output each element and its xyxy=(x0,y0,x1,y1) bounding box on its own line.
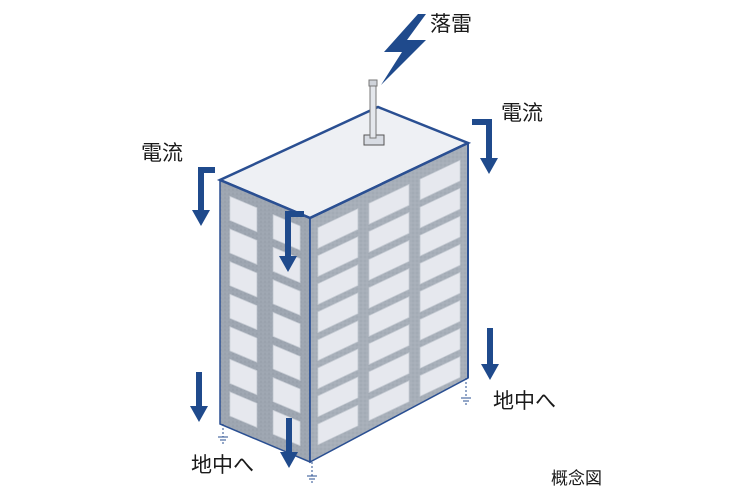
building-window xyxy=(229,195,258,233)
building-window xyxy=(419,355,461,397)
building-window xyxy=(229,293,258,331)
down-arrow-icon xyxy=(190,372,208,422)
building-window xyxy=(229,228,258,266)
to-ground-label-left: 地中へ xyxy=(191,453,254,477)
building-window xyxy=(419,299,461,341)
building-window xyxy=(368,352,410,394)
down-arrow-icon xyxy=(280,418,298,468)
lightning-bolt-icon xyxy=(381,14,426,85)
building-window xyxy=(368,296,410,338)
building-window xyxy=(229,260,258,298)
down-arrow-icon xyxy=(472,119,498,174)
to-ground-label-right: 地中へ xyxy=(493,389,556,413)
building-window xyxy=(419,271,461,313)
building-window xyxy=(368,211,410,253)
building-window xyxy=(368,183,410,225)
building-window xyxy=(272,344,301,382)
building-window xyxy=(229,391,258,429)
building-window xyxy=(317,404,359,446)
building-window xyxy=(419,159,461,201)
building-window xyxy=(272,376,301,414)
building-window xyxy=(272,279,301,316)
building-window xyxy=(229,326,258,363)
ground-symbol-icon xyxy=(218,424,228,444)
building-window xyxy=(419,327,461,369)
current-label-right: 電流 xyxy=(501,101,543,125)
building-window xyxy=(419,243,461,285)
building-window xyxy=(317,236,359,278)
lightning-rod xyxy=(363,79,385,146)
lightning-strike-label: 落雷 xyxy=(430,12,472,36)
ground-symbol-icon xyxy=(461,378,471,405)
building-window xyxy=(317,264,359,306)
building-window xyxy=(272,311,301,349)
building-window xyxy=(419,187,461,229)
down-arrow-icon xyxy=(192,167,215,226)
building-window xyxy=(419,215,461,257)
building xyxy=(216,79,472,464)
right-wall-windows xyxy=(317,159,461,446)
building-window xyxy=(368,380,410,422)
building-window xyxy=(368,324,410,366)
current-label-left: 電流 xyxy=(141,141,183,165)
down-arrow-icon xyxy=(481,328,499,380)
building-window xyxy=(317,348,359,390)
building-window xyxy=(368,267,410,309)
building-window xyxy=(317,292,359,334)
caption-label: 概念図 xyxy=(551,468,602,489)
building-window xyxy=(317,208,359,250)
ground-symbol-icon xyxy=(307,462,317,483)
down-arrow-icon xyxy=(279,211,304,272)
building-window xyxy=(317,320,359,362)
building-window xyxy=(317,376,359,418)
building-window xyxy=(229,358,258,396)
building-window xyxy=(368,239,410,281)
